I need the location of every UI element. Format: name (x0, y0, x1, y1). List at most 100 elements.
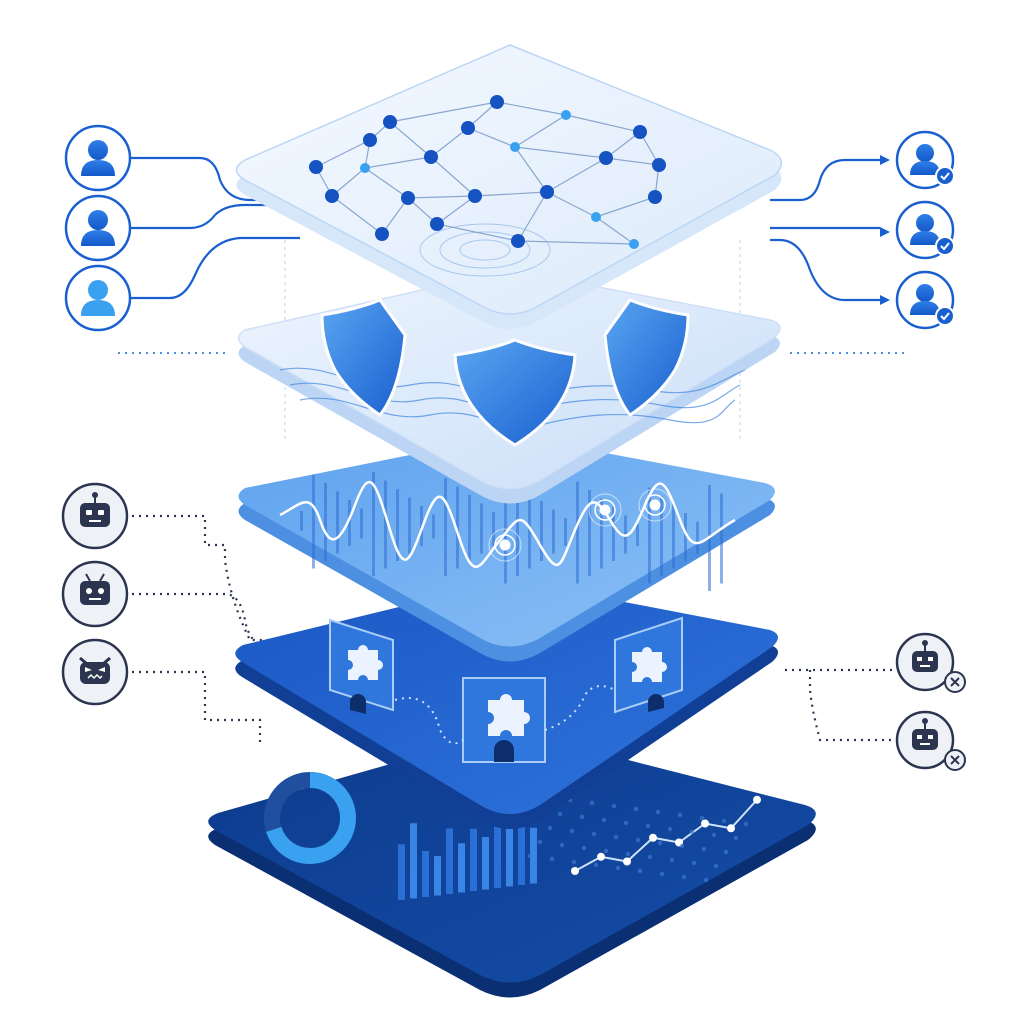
network-node (591, 212, 601, 222)
bot-node-1[interactable] (61, 482, 129, 550)
grid-dot (657, 840, 663, 846)
grid-dot (711, 832, 717, 838)
shield-layer (237, 269, 781, 504)
signal-bar (408, 497, 411, 554)
verified-user-1[interactable] (895, 130, 955, 190)
signal-bar (540, 501, 543, 561)
grid-dot (581, 845, 587, 851)
signal-bar (516, 484, 519, 576)
grid-dot (615, 865, 621, 871)
user-icon (88, 210, 108, 230)
network-layer (235, 44, 783, 329)
network-edge (436, 223, 519, 242)
donut-chart-arc (264, 772, 356, 864)
network-edge (514, 146, 607, 159)
user-node-2[interactable] (64, 194, 132, 262)
blocked-robot-icon (912, 640, 938, 672)
grid-dot (527, 853, 533, 859)
bar (446, 828, 453, 894)
blocked-bot-2[interactable] (895, 710, 966, 771)
network-edges (315, 101, 660, 245)
trend-point (753, 795, 761, 804)
network-edge (595, 196, 656, 218)
network-edge (407, 195, 476, 199)
grid-dot (723, 849, 729, 855)
signal-bar (636, 524, 639, 546)
grid-dot (645, 823, 651, 829)
grid-dot (637, 868, 643, 874)
signal-bar (480, 503, 483, 554)
verified-user-3[interactable] (895, 270, 955, 330)
bar (458, 843, 465, 893)
network-edge (517, 240, 635, 245)
signal-bar (600, 498, 603, 569)
grid-dot (601, 817, 607, 823)
bar (434, 856, 441, 896)
grid-dot (701, 846, 707, 852)
user-input-connectors (130, 156, 300, 300)
network-edge (389, 121, 432, 158)
grid-dot (647, 854, 653, 860)
network-node (375, 227, 389, 241)
network-ripple (419, 223, 551, 277)
user-node-1[interactable] (64, 124, 132, 192)
grid-dot (713, 863, 719, 869)
bot-blocked-connectors (785, 668, 895, 742)
network-node (652, 158, 666, 172)
network-node (401, 191, 415, 205)
verified-user-icon (916, 214, 934, 232)
network-edge (474, 191, 548, 197)
network-edge (436, 195, 476, 225)
trend-point (649, 833, 657, 842)
bar (470, 828, 477, 891)
network-edge (496, 101, 567, 116)
robot-icon (80, 492, 110, 527)
signal-bar (324, 483, 327, 561)
network-edge (467, 127, 516, 148)
bar (482, 837, 489, 890)
grid-dot (679, 843, 685, 849)
grid-dot (611, 803, 617, 809)
signal-bar (564, 518, 567, 546)
check-icon (935, 306, 955, 326)
network-edge (514, 114, 567, 148)
network-edge (389, 101, 498, 123)
network-node (511, 234, 525, 248)
blocked-bot-1[interactable] (895, 632, 966, 693)
network-node (468, 189, 482, 203)
bot-node-3[interactable] (61, 638, 129, 706)
signal-bar (432, 514, 435, 539)
signal-bar (696, 521, 699, 554)
bar (422, 851, 429, 897)
verified-user-2[interactable] (895, 200, 955, 260)
puzzle-piece-icon (488, 694, 530, 736)
grid-dot (635, 837, 641, 843)
network-edge (331, 167, 366, 197)
trend-point (571, 867, 579, 875)
bar (410, 823, 417, 899)
grid-dot (613, 834, 619, 840)
check-icon (935, 236, 955, 256)
grid-dot (593, 862, 599, 868)
bar (398, 844, 405, 900)
bot-node-2[interactable] (61, 560, 129, 628)
left-user-list (64, 124, 132, 332)
network-node (430, 217, 444, 231)
anomaly-markers (488, 488, 672, 562)
grid-dot (557, 811, 563, 817)
bot-input-connectors (132, 514, 320, 745)
network-node (424, 150, 438, 164)
shield-icon-center (453, 338, 577, 447)
signal-layer (238, 435, 775, 662)
signal-bar (468, 495, 471, 561)
trend-point (597, 852, 605, 861)
network-node (363, 133, 377, 147)
network-node (325, 189, 339, 203)
blocked-robot-icon (912, 718, 938, 750)
grid-dot (733, 835, 739, 841)
network-edge (381, 197, 409, 235)
grid-dot (699, 815, 705, 821)
signal-bar (612, 507, 615, 561)
user-node-3[interactable] (64, 264, 132, 332)
